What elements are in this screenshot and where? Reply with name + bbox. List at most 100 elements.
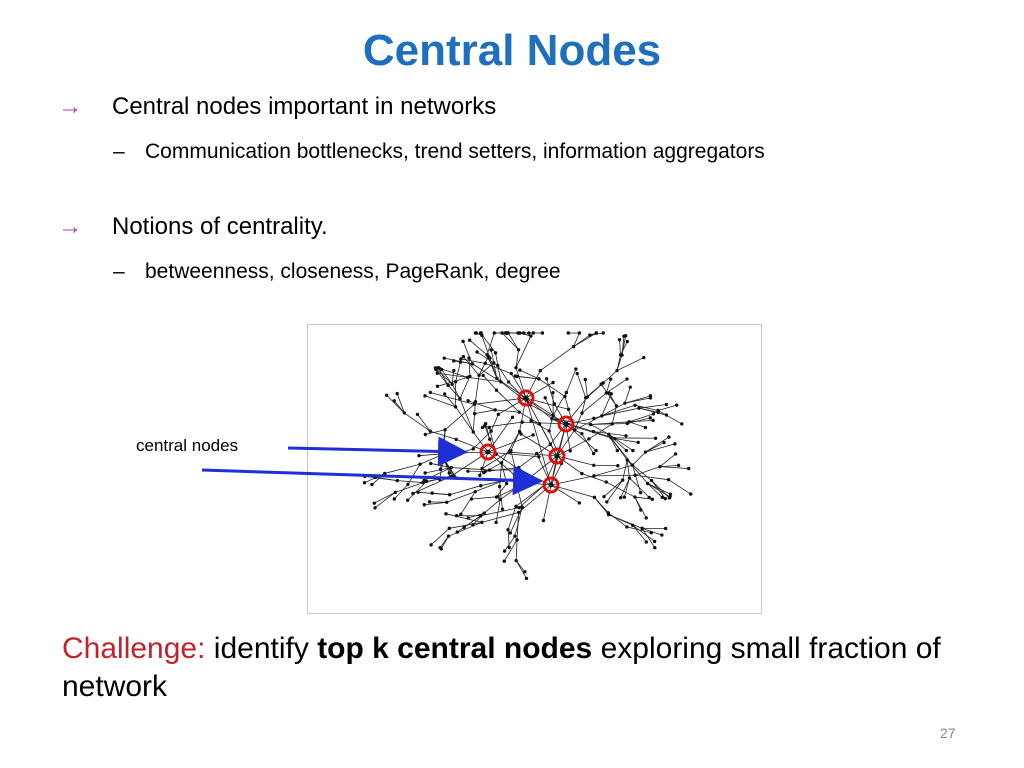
network-edge [638,404,667,409]
network-node [627,476,632,480]
network-node [478,331,483,335]
network-edge [445,513,482,523]
network-node [461,339,465,344]
network-node [450,382,454,386]
network-node [551,413,555,417]
challenge-text-1: identify [213,632,309,665]
network-edge [635,474,669,481]
network-edge [516,512,520,540]
network-edge [606,479,624,503]
dash-bullet-icon: – [113,260,125,283]
network-node [489,348,493,352]
network-node [673,442,677,446]
network-node [658,464,662,469]
network-node [640,526,644,531]
network-edge [540,346,574,372]
network-node [649,531,654,535]
network-edge [619,339,621,355]
network-edge [565,423,571,451]
network-node [663,496,668,501]
network-edge [439,535,449,548]
network-node [668,492,673,496]
network-node [437,477,442,482]
network-edge [460,358,486,364]
network-node [444,512,448,516]
network-node [527,331,531,335]
network-node [676,463,681,468]
network-node [637,406,641,410]
network-edge [474,397,527,405]
network-edge [430,392,475,405]
network-node [615,448,620,453]
network-edge [472,512,485,526]
network-node [664,402,669,407]
network-node [485,449,491,455]
network-node [680,422,684,426]
dash-bullet-icon: – [113,140,125,163]
network-edge [386,394,405,414]
network-node [594,448,598,453]
network-node [428,429,432,433]
network-node [452,359,456,363]
network-node [663,526,668,531]
network-edge [574,415,602,431]
network-node [664,413,669,417]
network-node [638,490,643,495]
network-edge [507,332,519,350]
network-node [459,512,463,516]
network-edge [608,514,633,526]
network-edge [475,375,480,402]
network-node [580,411,584,415]
network-edge [530,420,550,432]
central-node-ring [548,447,566,465]
network-edge [424,395,456,408]
network-node [631,523,635,527]
network-edge [610,437,628,461]
network-node [473,489,477,494]
network-node [609,436,613,440]
network-node [506,380,511,384]
network-graph-image [307,324,762,614]
network-edge [629,413,654,423]
network-edge [448,522,482,537]
network-node [459,357,463,361]
network-edge [462,341,473,365]
network-edge [641,528,656,548]
network-edge [499,462,502,487]
network-node [496,363,500,368]
network-edge [588,423,613,440]
network-node [587,437,591,441]
network-edge [647,483,671,495]
network-node [650,497,655,501]
network-edge [581,397,587,414]
network-edge [629,477,650,498]
network-node [544,377,549,381]
network-node [607,432,611,437]
network-node [537,422,542,426]
network-node [651,418,655,423]
network-node [461,354,466,359]
network-node [383,471,387,476]
network-node [443,428,447,432]
network-node [494,520,498,525]
network-edge [581,473,607,483]
network-node [548,482,554,488]
network-edge [581,392,607,414]
network-edge [463,356,480,376]
network-node [449,465,453,470]
network-node [438,467,443,471]
network-edge [519,332,531,337]
network-edge [519,369,540,380]
network-node [510,415,515,419]
network-edge [514,507,523,537]
network-node [580,471,584,476]
network-node [660,495,664,500]
page-number: 27 [940,725,956,741]
network-edge [554,403,567,425]
network-node [624,448,629,453]
network-edge [668,479,691,495]
network-edge [632,451,646,466]
network-node [625,377,629,381]
network-edge [632,464,641,493]
network-node [430,491,434,495]
